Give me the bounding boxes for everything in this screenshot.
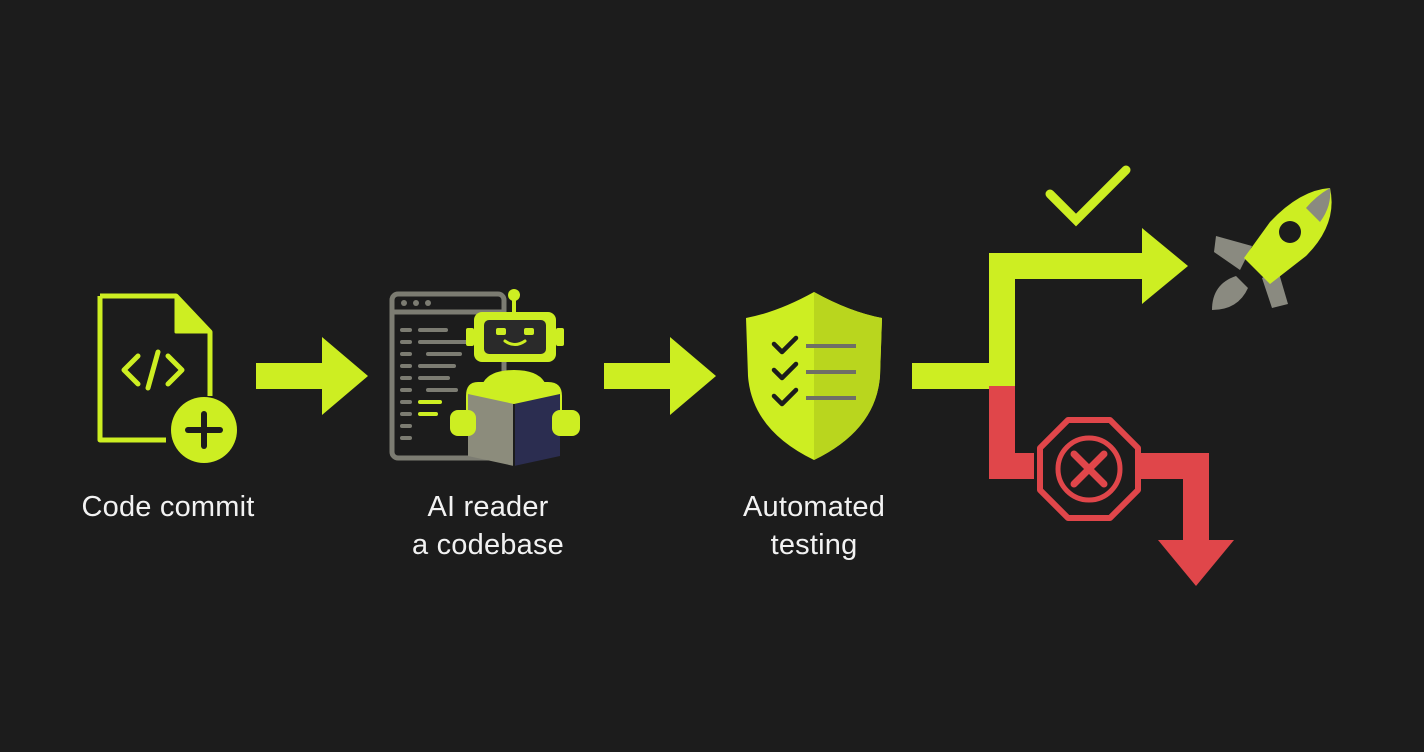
step-label-ai-reader: AI reader a codebase bbox=[348, 488, 628, 564]
code-file-plus-icon bbox=[97, 293, 237, 463]
robot-reading-book-icon bbox=[389, 289, 580, 466]
step-label-ai-reader-line1: AI reader bbox=[427, 491, 549, 523]
stop-x-icon bbox=[1037, 417, 1141, 521]
checkmark-icon bbox=[1045, 165, 1131, 227]
rocket-icon bbox=[1212, 188, 1332, 310]
flow-arrow-1 bbox=[256, 337, 368, 415]
step-label-code-commit: Code commit bbox=[28, 488, 308, 526]
step-label-automated-testing-line2: testing bbox=[770, 529, 858, 561]
shield-checklist-icon bbox=[746, 292, 882, 460]
success-branch-arrow bbox=[912, 228, 1188, 389]
step-label-automated-testing: Automated testing bbox=[674, 488, 954, 564]
failure-branch-arrow bbox=[989, 386, 1234, 586]
step-label-code-commit-line1: Code commit bbox=[81, 491, 255, 523]
step-label-automated-testing-line1: Automated bbox=[742, 491, 886, 523]
step-label-ai-reader-line2: a codebase bbox=[412, 529, 564, 561]
flow-arrow-2 bbox=[604, 337, 716, 415]
